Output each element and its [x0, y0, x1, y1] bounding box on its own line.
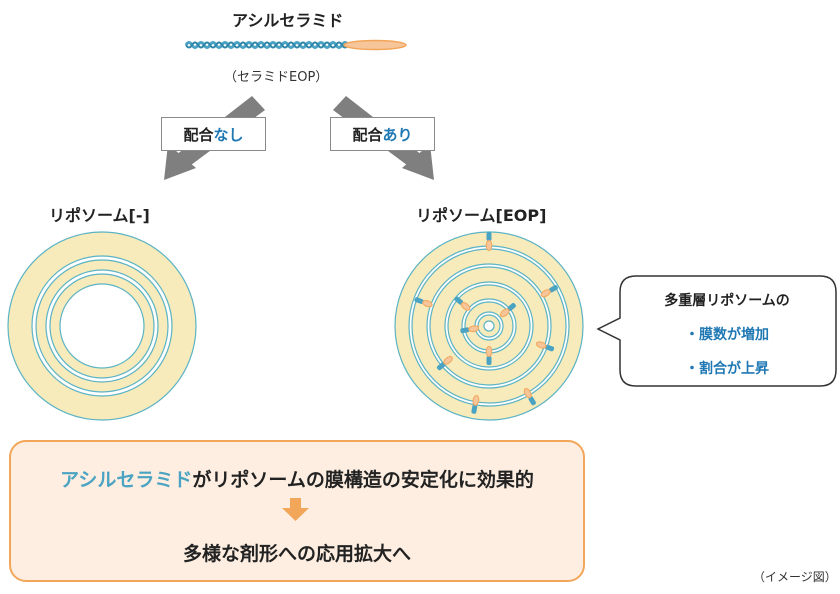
callout-title: 多重層リポソームの — [664, 293, 790, 309]
molecule-subtitle: （セラミドEOP） — [224, 70, 329, 85]
eop-molecule-icon — [523, 388, 536, 406]
eop-tail — [460, 327, 470, 334]
condition-prefix: 配合 — [183, 125, 214, 144]
eop-head — [523, 388, 532, 399]
summary-content: アシルセラミドがリポソームの膜構造の安定化に効果的 多様な剤形への応用拡大へ — [10, 441, 584, 581]
eop-tail — [454, 296, 463, 305]
eop-head — [485, 240, 493, 251]
eop-head — [468, 325, 480, 333]
eop-molecule-icon — [454, 296, 471, 311]
eop-molecule-icon — [540, 285, 558, 298]
eop-tail — [471, 404, 478, 414]
down-arrow-icon — [282, 498, 309, 521]
bilayer-ring-5 — [59, 283, 145, 369]
eop-tail — [545, 344, 555, 352]
callout-item-2: ・割合が上昇 — [685, 361, 769, 377]
eop-molecule-icon — [460, 325, 480, 334]
eop-molecule-icon — [535, 341, 555, 352]
liposome-with-eop — [394, 231, 584, 421]
eop-head — [535, 341, 547, 349]
eop-tail — [486, 356, 492, 365]
molecule-chain-2 — [185, 41, 349, 49]
condition-prefix: 配合 — [352, 125, 383, 144]
eop-tail — [486, 232, 492, 241]
eop-molecule-icon — [471, 394, 480, 414]
eop-molecule-icon — [485, 346, 493, 365]
eop-head — [443, 356, 453, 365]
liposome-label-right: リポソーム[EOP] — [416, 206, 547, 225]
eop-tail — [528, 396, 536, 406]
eop-head — [500, 308, 510, 318]
acylceramide-molecule-icon — [184, 39, 407, 51]
summary-line-1: アシルセラミドがリポソームの膜構造の安定化に効果的 — [10, 465, 584, 492]
eop-molecule-icon — [485, 232, 493, 251]
liposome-label-left: リポソーム[-] — [49, 206, 150, 225]
condition-box-without: 配合なし — [161, 117, 266, 151]
callout-bubble — [596, 275, 837, 387]
summary-rest: がリポソームの膜構造の安定化に効果的 — [192, 469, 534, 491]
bilayer-ring-11 — [483, 320, 495, 332]
condition-emph: なし — [213, 125, 244, 144]
eop-tail — [414, 297, 424, 304]
liposome-without-eop — [7, 231, 197, 421]
eop-head — [460, 302, 471, 311]
eop-head — [472, 394, 480, 406]
eop-head — [422, 300, 433, 308]
eop-molecule-icon — [436, 356, 453, 371]
eop-head — [485, 346, 493, 357]
molecule-head — [343, 39, 407, 51]
summary-line-2: 多様な剤形への応用拡大へ — [182, 543, 411, 565]
eop-molecule-icon — [500, 303, 516, 318]
eop-molecule-icon — [414, 297, 433, 308]
molecule-chain — [184, 41, 350, 49]
image-note: （イメージ図） — [753, 570, 837, 584]
summary-emph: アシルセラミド — [60, 469, 193, 491]
eop-tail — [549, 285, 558, 293]
eop-head — [540, 289, 551, 298]
eop-tail — [507, 303, 516, 311]
eop-tail — [436, 362, 446, 371]
callout-text: 多重層リポソームの ・膜数が増加 ・割合が上昇 — [618, 284, 836, 386]
condition-emph: あり — [382, 125, 413, 144]
molecule-title: アシルセラミド — [232, 11, 344, 30]
condition-box-with: 配合あり — [330, 117, 435, 151]
callout-item-1: ・膜数が増加 — [685, 327, 769, 343]
